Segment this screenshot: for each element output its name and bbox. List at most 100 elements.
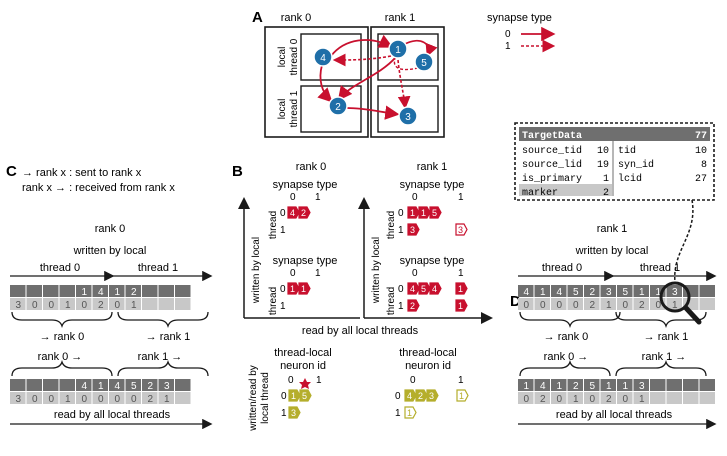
buffer-light-cell [175,298,191,310]
buffer-light-value: 0 [573,300,579,311]
buffer-light-cell [43,298,59,310]
tag-cell: 4 [404,389,417,402]
d-read-all: read by all local threads [556,409,673,421]
td-right-value: 10 [695,146,707,157]
buffer-dark-cell [158,379,174,391]
buffer-dark-cell [158,285,174,297]
tag-value: 1 [407,408,412,418]
tl-r1-col1: 1 [458,375,464,386]
buffer-light-cell [699,392,715,404]
buffer-light-value: 0 [622,300,628,311]
tl-r1-col0: 0 [410,375,416,386]
tag-cell: 1 [287,282,300,295]
c-from-rank1: rank 1 → [138,351,183,363]
tag-value: 5 [421,284,426,294]
td-left-value: 10 [597,146,609,157]
b-r0-synapse-type-bot: synapse type [273,255,338,267]
buffer-dark-value: 1 [606,381,612,392]
buffer-light-cell [633,392,649,404]
tl-r0-row0: 0 [281,391,287,402]
buffer-light-value: 3 [15,394,21,405]
tag-value: 1 [459,391,464,401]
buffer-dark-cell [59,379,75,391]
buffer-dark-cell [617,285,633,297]
b-r1-yaxis-label: written by local [371,237,382,304]
tl-r0-label2: neuron id [280,360,326,372]
buffer-dark-value: 2 [573,381,579,392]
tag-value: 5 [302,391,307,401]
edge-2-3 [346,105,400,120]
buffer-dark-value: 2 [147,381,153,392]
buffer-light-cell [666,298,682,310]
b-r0t-col1: 1 [315,192,321,203]
buffer-light-cell [142,392,158,404]
local-label-0: local [277,47,288,68]
buffer-light-value: 0 [622,394,628,405]
neuron-3: 3 [398,106,418,126]
tag-cell: 5 [299,389,312,402]
tag-value: 3 [458,225,463,235]
buffer-dark-cell [26,379,42,391]
b-r1-synapse-type-top: synapse type [400,179,465,191]
rank1-box [370,26,445,138]
b-r1t-col0: 0 [412,192,418,203]
buffer-dark-value: 4 [98,287,104,298]
buffer-dark-value: 3 [672,287,678,298]
buffer-dark-cell [142,285,158,297]
buffer-light-value: 1 [164,394,170,405]
buffer-dark-cell [551,285,567,297]
buffer-dark-cell [699,379,715,391]
buffer-dark-cell [534,285,550,297]
edge-1-5 [404,39,438,57]
c-from-rank0: rank 0 → [38,351,83,363]
buffer-dark-cell [584,285,600,297]
buffer-light-value: 0 [114,394,120,405]
buffer-dark-value: 3 [639,381,645,392]
buffer-dark-cell [600,285,616,297]
panel-c: C → rank x : sent to rank x rank x → : r… [6,163,213,430]
c-read-all: read by all local threads [54,409,171,421]
c-to-rank0: → rank 0 [40,331,85,343]
buffer-dark-value: 3 [164,381,170,392]
b-r1t-col1: 1 [458,192,464,203]
c-brace-rank1 [117,311,209,329]
buffer-light-value: 0 [556,300,562,311]
buffer-dark-value: 5 [573,287,579,298]
tag-value: 3 [410,225,415,235]
r1-thread0-box [377,33,439,81]
buffer-dark-cell [567,379,583,391]
buffer-light-value: 1 [672,300,678,311]
buffer-light-cell [650,392,666,404]
td-left-value: 2 [603,188,609,199]
b-r1t-row0: 0 [398,208,404,219]
buffer-dark-cell [43,379,59,391]
buffer-light-value: 2 [540,394,546,405]
buffer-light-cell [600,392,616,404]
buffer-light-value: 0 [32,394,38,405]
buffer-dark-value: 5 [131,381,137,392]
c-legend-2: rank x → : received from rank x [22,182,175,194]
b-r1b-row1: 1 [398,301,404,312]
buffer-light-cell [92,298,108,310]
edge-4-2 [317,64,333,103]
buffer-light-cell [109,392,125,404]
synapse-type-legend-title: synapse type [487,12,552,24]
target-data-title: TargetData [522,131,582,142]
buffer-dark-cell [10,285,26,297]
buffer-light-cell [10,298,26,310]
neuron-4: 4 [313,47,333,67]
buffer-dark-value: 3 [606,287,612,298]
buffer-dark-cell [650,379,666,391]
buffer-dark-value: 5 [622,287,628,298]
tl-r0-label1: thread-local [274,347,331,359]
panel-b: B rank 0 rank 1 read by all local thread… [232,161,493,432]
b-r0-synapse-type-top: synapse type [273,179,338,191]
rank0-label: rank 0 [281,12,312,24]
tl-y-label-1: written/read by [248,365,259,432]
tag-value: 4 [407,391,412,401]
panel-letter-c: C [6,163,17,180]
buffer-light-cell [59,298,75,310]
panel-letter-a: A [252,9,263,26]
tag-cell: 1 [418,206,431,219]
